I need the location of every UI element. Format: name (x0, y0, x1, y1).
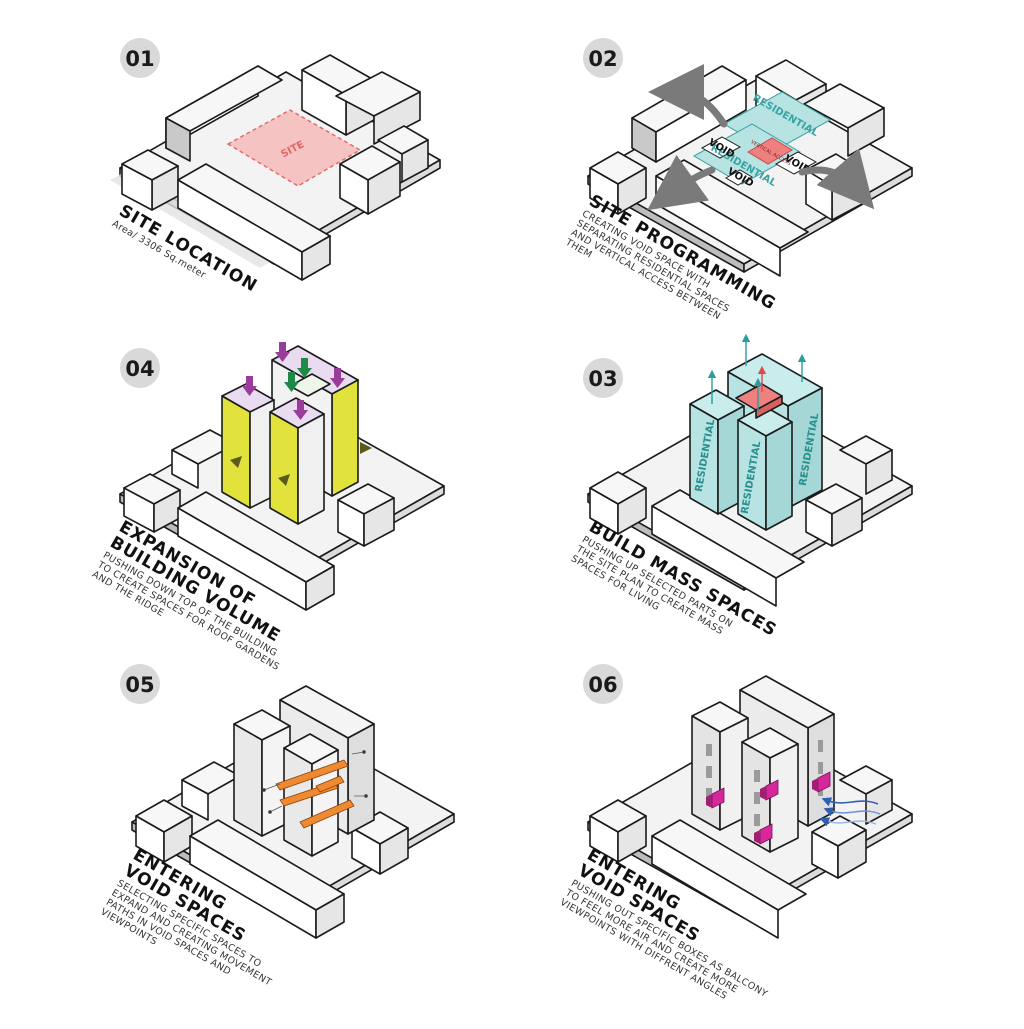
surrounding-buildings (589, 435, 893, 607)
viewpoint-markers (262, 750, 368, 814)
surrounding-buildings (121, 54, 429, 281)
mass-towers (689, 353, 823, 531)
balcony-box-icon (812, 771, 831, 793)
purple-arrow-icon (330, 368, 345, 388)
purple-arrow-icon (275, 342, 290, 362)
expand-arrow-icon (360, 442, 372, 454)
program-zones (692, 91, 832, 186)
path-bridge (299, 799, 355, 829)
expand-arrows (230, 442, 372, 486)
building-towers (221, 345, 359, 525)
step-badge (120, 664, 160, 704)
balcony-box-icon (754, 823, 773, 845)
green-arrow-icon (284, 372, 299, 392)
panel-build-mass-spaces: 03 (569, 333, 913, 641)
panel-entering-void-spaces-movement: 05 (99, 664, 455, 988)
step-badge (583, 664, 623, 704)
step-number: 01 (125, 47, 154, 71)
path-bridge (315, 775, 345, 793)
balcony-boxes (706, 771, 831, 845)
expand-arrow-icon (278, 474, 290, 486)
site-parcel (226, 109, 362, 187)
step-number: 02 (588, 47, 617, 71)
surrounding-buildings (589, 765, 893, 939)
path-bridge (275, 759, 349, 791)
step-badge (583, 38, 623, 78)
panel-site-location: 01 (110, 38, 441, 296)
air-flow-arrows (819, 797, 881, 827)
green-arrow-icon (297, 358, 312, 378)
movement-paths (275, 759, 355, 829)
step-badge (120, 348, 160, 388)
balcony-box-icon (706, 787, 725, 809)
push-up-arrows (707, 333, 807, 412)
purple-arrow-icon (293, 400, 308, 420)
step-number: 04 (125, 357, 154, 381)
purple-arrow-icon (242, 376, 257, 396)
step-badge (120, 38, 160, 78)
panel-site-programming: 02 (563, 38, 913, 322)
push-down-arrows (242, 342, 345, 420)
panel-entering-void-spaces-balcony: 06 (558, 664, 913, 1002)
building-volumes (233, 685, 375, 857)
air-arrow-icon (823, 807, 881, 817)
step-number: 05 (125, 673, 154, 697)
air-arrow-icon (821, 797, 879, 807)
air-arrow-icon (819, 817, 877, 827)
surrounding-buildings (123, 429, 395, 611)
balcony-box-icon (760, 779, 779, 801)
panel-expansion-of-building-volume: 04 (90, 342, 445, 673)
push-arrows (647, 64, 875, 211)
step-badge (583, 358, 623, 398)
step-number: 03 (588, 367, 617, 391)
expand-arrow-icon (230, 456, 242, 468)
step-number: 06 (588, 673, 617, 697)
